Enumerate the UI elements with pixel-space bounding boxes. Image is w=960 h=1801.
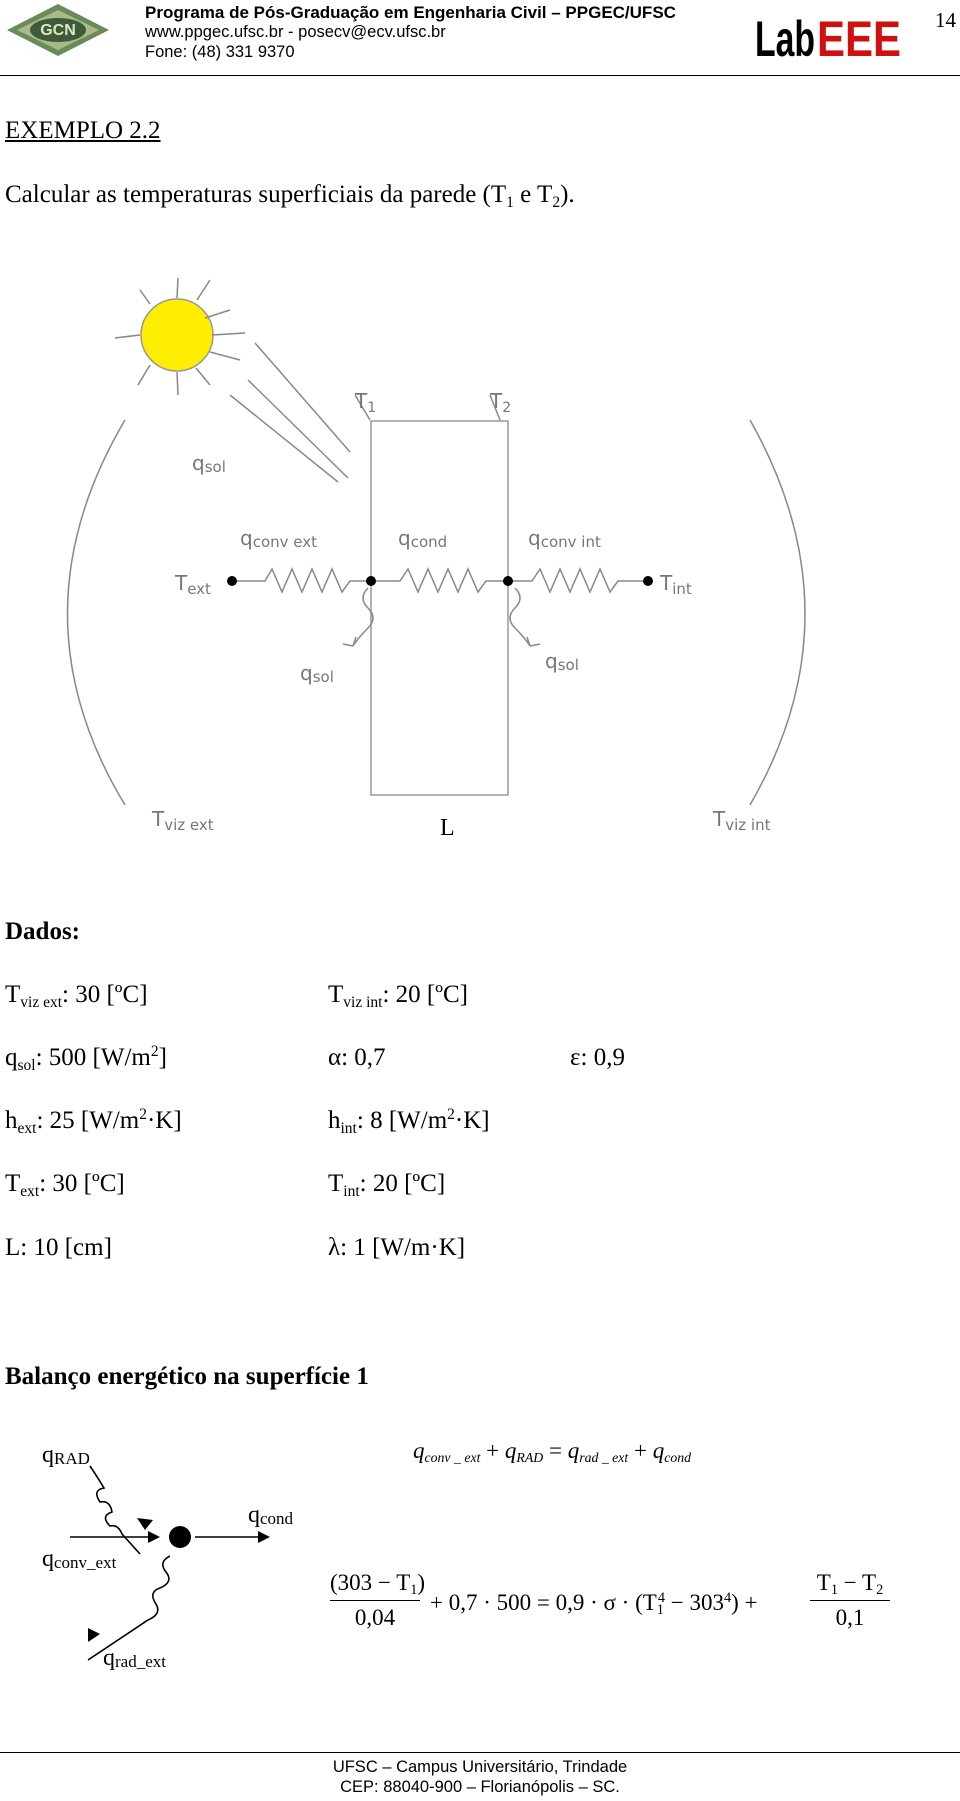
- tviz-ext-value: Tviz ext: 30 [ºC]: [5, 981, 148, 1011]
- page-number: 14: [935, 8, 956, 32]
- svg-text:qconv int: qconv int: [528, 526, 601, 551]
- alpha-value: α: 0,7: [328, 1044, 386, 1071]
- sun-icon: [140, 298, 214, 372]
- balance-heading: Balanço energético na superfície 1: [5, 1363, 369, 1390]
- tviz-int-value: Tviz int: 20 [ºC]: [328, 981, 468, 1011]
- epsilon-value: ε: 0,9: [570, 1044, 625, 1071]
- svg-text:Tviz int: Tviz int: [712, 807, 771, 834]
- svg-text:Tint: Tint: [659, 571, 692, 598]
- dados-heading: Dados:: [5, 918, 81, 945]
- tint-value: Tint: 20 [ºC]: [328, 1170, 446, 1200]
- fraction-2: T1 − T2 0,1: [810, 1570, 890, 1631]
- svg-text:GCN: GCN: [40, 22, 76, 39]
- svg-text:L: L: [440, 815, 455, 841]
- svg-text:qconv ext: qconv ext: [240, 526, 317, 551]
- wall-heat-diagram: T1 T2 qsol qconv ext qcond qconv int Tex…: [66, 277, 806, 841]
- svg-text:qsol: qsol: [545, 649, 579, 674]
- logo-left: GCN: [3, 2, 113, 58]
- labeee-logo: Lab EEE: [755, 6, 905, 67]
- svg-text:Text: Text: [174, 571, 211, 598]
- hext-value: hext: 25 [W/m2·K]: [5, 1106, 182, 1137]
- footer-address: UFSC – Campus Universitário, Trindade: [332, 1758, 628, 1776]
- text-value: Text: 30 [ºC]: [5, 1170, 125, 1200]
- thickness-value: L: 10 [cm]: [5, 1234, 112, 1261]
- numeric-equation: (303 − T1) 0,04 + 0,7 · 500 = 0,9 · σ · …: [330, 1570, 960, 1650]
- example-title: EXEMPLO 2.2: [5, 117, 161, 144]
- phone: Fone: (48) 331 9370: [145, 43, 295, 61]
- svg-text:qRAD: qRAD: [42, 1442, 90, 1468]
- svg-text:qsol: qsol: [300, 661, 334, 686]
- fraction-1: (303 − T1) 0,04: [330, 1570, 426, 1630]
- svg-text:EEE: EEE: [817, 11, 901, 64]
- svg-text:qcond: qcond: [398, 526, 447, 551]
- qsol-value: qsol: 500 [W/m2]: [5, 1043, 167, 1074]
- svg-text:qsol: qsol: [192, 451, 226, 476]
- website-email: www.ppgec.ufsc.br - posecv@ecv.ufsc.br: [145, 23, 446, 41]
- svg-text:qconv_ext: qconv_ext: [42, 1546, 117, 1572]
- footer-rule: [0, 1752, 960, 1753]
- program-title: Programa de Pós-Graduação em Engenharia …: [145, 3, 676, 22]
- svg-text:T1: T1: [354, 389, 376, 416]
- lambda-value: λ: 1 [W/m·K]: [328, 1234, 466, 1261]
- svg-text:qrad_ext: qrad_ext: [103, 1645, 166, 1671]
- svg-text:qcond: qcond: [248, 1502, 294, 1528]
- footer-cep: CEP: 88040-900 – Florianópolis – SC.: [340, 1778, 620, 1796]
- balance-equation: qconv _ ext + qRAD = qrad _ ext + qcond: [413, 1438, 692, 1466]
- svg-text:Lab: Lab: [755, 11, 815, 64]
- header-rule: [0, 75, 960, 76]
- svg-text:T2: T2: [489, 389, 511, 416]
- svg-text:Tviz ext: Tviz ext: [151, 807, 214, 834]
- surface-balance-diagram: qRAD qcond qconv_ext qrad_ext: [42, 1442, 294, 1671]
- problem-statement: Calcular as temperaturas superficiais da…: [5, 181, 575, 211]
- hint-value: hint: 8 [W/m2·K]: [328, 1106, 490, 1137]
